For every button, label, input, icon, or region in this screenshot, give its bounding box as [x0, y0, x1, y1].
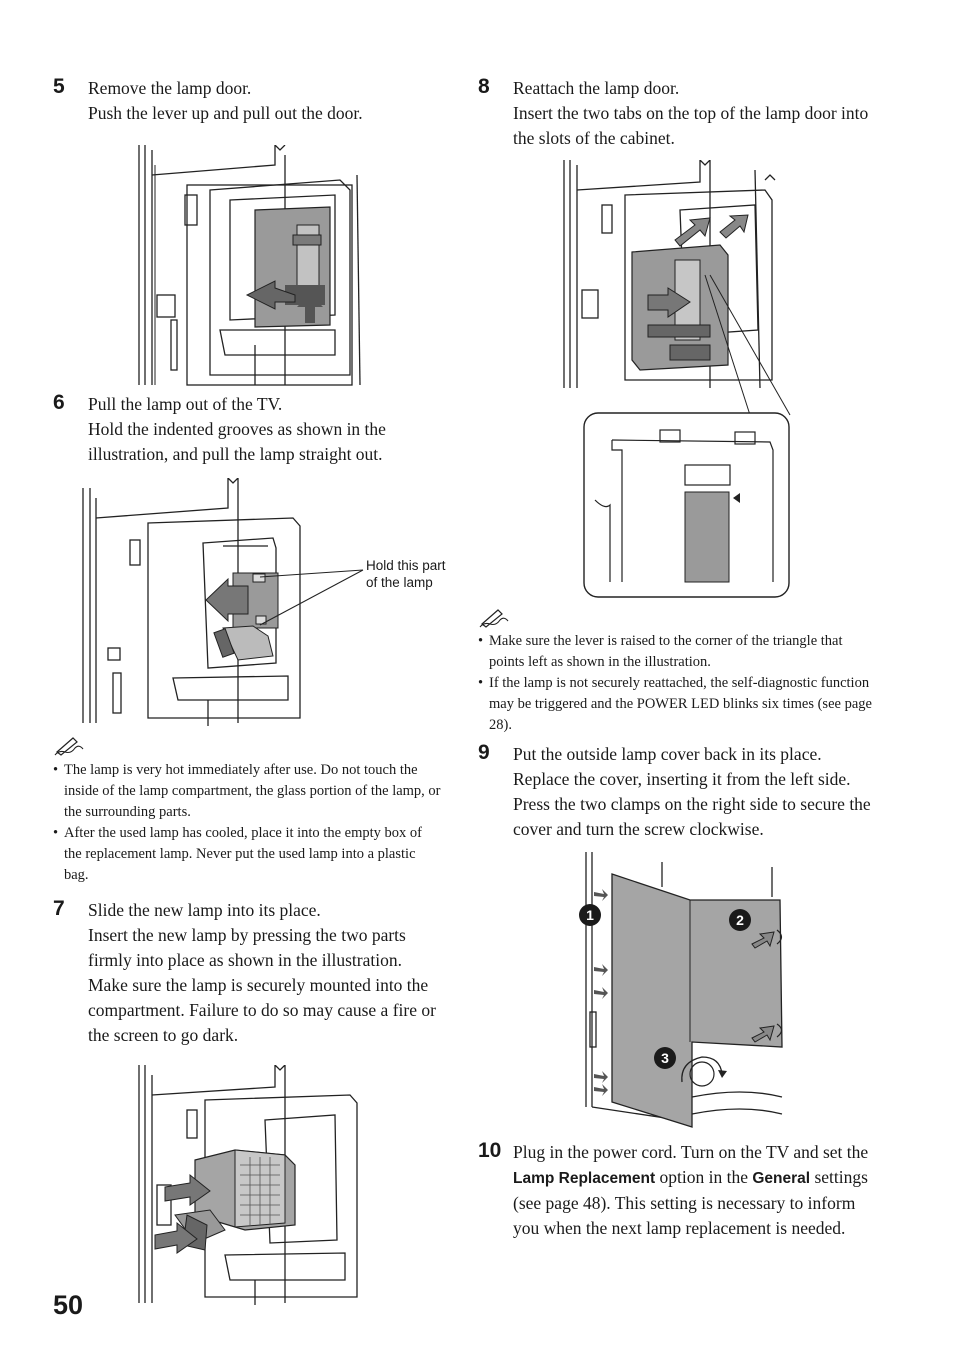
step-description: Insert the new lamp by pressing the two …: [88, 925, 436, 1045]
badge-3: 3: [654, 1047, 676, 1069]
note-item: If the lamp is not securely reattached, …: [478, 673, 873, 736]
step-number: 10: [478, 1139, 502, 1162]
step-description: Plug in the power cord. Turn on the TV a…: [513, 1140, 875, 1241]
step-title: Pull the lamp out of the TV.: [88, 394, 283, 414]
badge-3-label: 3: [661, 1050, 669, 1066]
step-description: Insert the two tabs on the top of the la…: [513, 103, 869, 148]
text-segment: option in the: [655, 1167, 753, 1187]
step-number: 7: [53, 897, 65, 920]
page-number: 50: [53, 1290, 84, 1320]
step-number: 8: [478, 75, 490, 98]
step-number: 6: [53, 391, 65, 414]
step-description: Hold the indented grooves as shown in th…: [88, 419, 386, 464]
callout-hold-lamp: Hold this part of the lamp: [366, 558, 446, 590]
callout-leader-lines: [259, 569, 364, 626]
notes-lever-check: Make sure the lever is raised to the cor…: [478, 631, 873, 736]
badge-1-label: 1: [586, 907, 594, 923]
step-description: Push the lever up and pull out the door.: [88, 103, 363, 123]
setting-name-general: General: [752, 1170, 811, 1187]
pencil-note-icon: [479, 609, 509, 628]
illustration-pull-lamp-out: [82, 478, 301, 726]
note-item: The lamp is very hot immediately after u…: [53, 760, 443, 823]
illustration-reattach-lamp-door: [563, 160, 791, 598]
notes-lamp-hot: The lamp is very hot immediately after u…: [53, 760, 443, 886]
step-title: Slide the new lamp into its place.: [88, 900, 321, 920]
text-segment: settings (see page 48). This setting is …: [513, 1167, 868, 1238]
illustration-slide-new-lamp: [138, 1065, 358, 1305]
illustration-replace-outer-cover: 1 2 3: [579, 852, 783, 1128]
step-title: Remove the lamp door.: [88, 78, 252, 98]
step-number: 9: [478, 741, 490, 764]
badge-2: 2: [729, 909, 751, 931]
badge-1: 1: [579, 904, 601, 926]
illustration-remove-lamp-door: [138, 145, 361, 386]
note-item: After the used lamp has cooled, place it…: [53, 823, 443, 886]
badge-2-label: 2: [736, 912, 744, 928]
setting-name-lamp-replacement: Lamp Replacement: [513, 1170, 656, 1187]
note-item: Make sure the lever is raised to the cor…: [478, 631, 873, 673]
step-description: Put the outside lamp cover back in its p…: [513, 744, 871, 839]
step-title: Reattach the lamp door.: [513, 78, 680, 98]
text-segment: Plug in the power cord. Turn on the TV a…: [513, 1142, 869, 1162]
pencil-note-icon: [54, 737, 84, 756]
step-number: 5: [53, 75, 65, 98]
